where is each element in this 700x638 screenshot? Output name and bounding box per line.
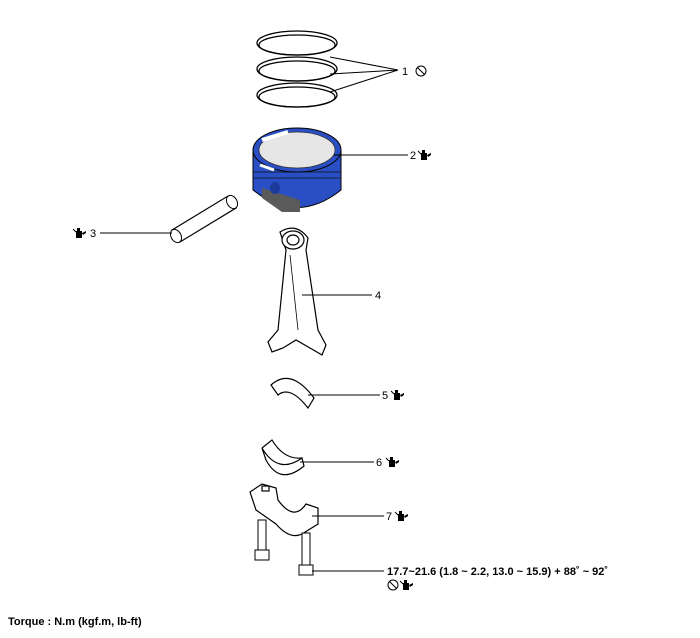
callout-1-label: 1: [402, 66, 408, 78]
apply-oil-icon: [390, 389, 405, 401]
callout-4-label: 4: [375, 290, 381, 302]
callout-2-label: 2: [410, 150, 416, 162]
piston: [252, 127, 342, 212]
apply-oil-icon: [399, 579, 414, 591]
apply-oil-icon: [394, 510, 409, 522]
apply-oil-icon: [417, 149, 432, 161]
callout-3-label: 3: [90, 228, 96, 240]
do-not-reuse-icon: [415, 65, 427, 77]
torque-unit-note: Torque : N.m (kgf.m, lb-ft): [8, 616, 142, 628]
do-not-reuse-icon: [387, 579, 399, 591]
piston-rings: [256, 30, 338, 108]
leader-lines: [100, 56, 408, 572]
apply-oil-icon: [72, 227, 87, 239]
cap-bolt-left: [254, 519, 270, 561]
cap-bolt-right: [298, 532, 314, 576]
apply-oil-icon: [385, 456, 400, 468]
connecting-rod: [267, 227, 327, 356]
callout-6-label: 6: [376, 457, 382, 469]
upper-bearing-shell: [270, 377, 315, 410]
lower-bearing-shell: [261, 439, 305, 476]
bolt-torque-spec: 17.7~21.6 (1.8 ~ 2.2, 13.0 ~ 15.9) + 88˚…: [387, 566, 608, 578]
callout-5-label: 5: [382, 390, 388, 402]
bearing-cap: [249, 483, 319, 537]
piston-pin: [169, 194, 239, 244]
callout-7-label: 7: [386, 511, 392, 523]
